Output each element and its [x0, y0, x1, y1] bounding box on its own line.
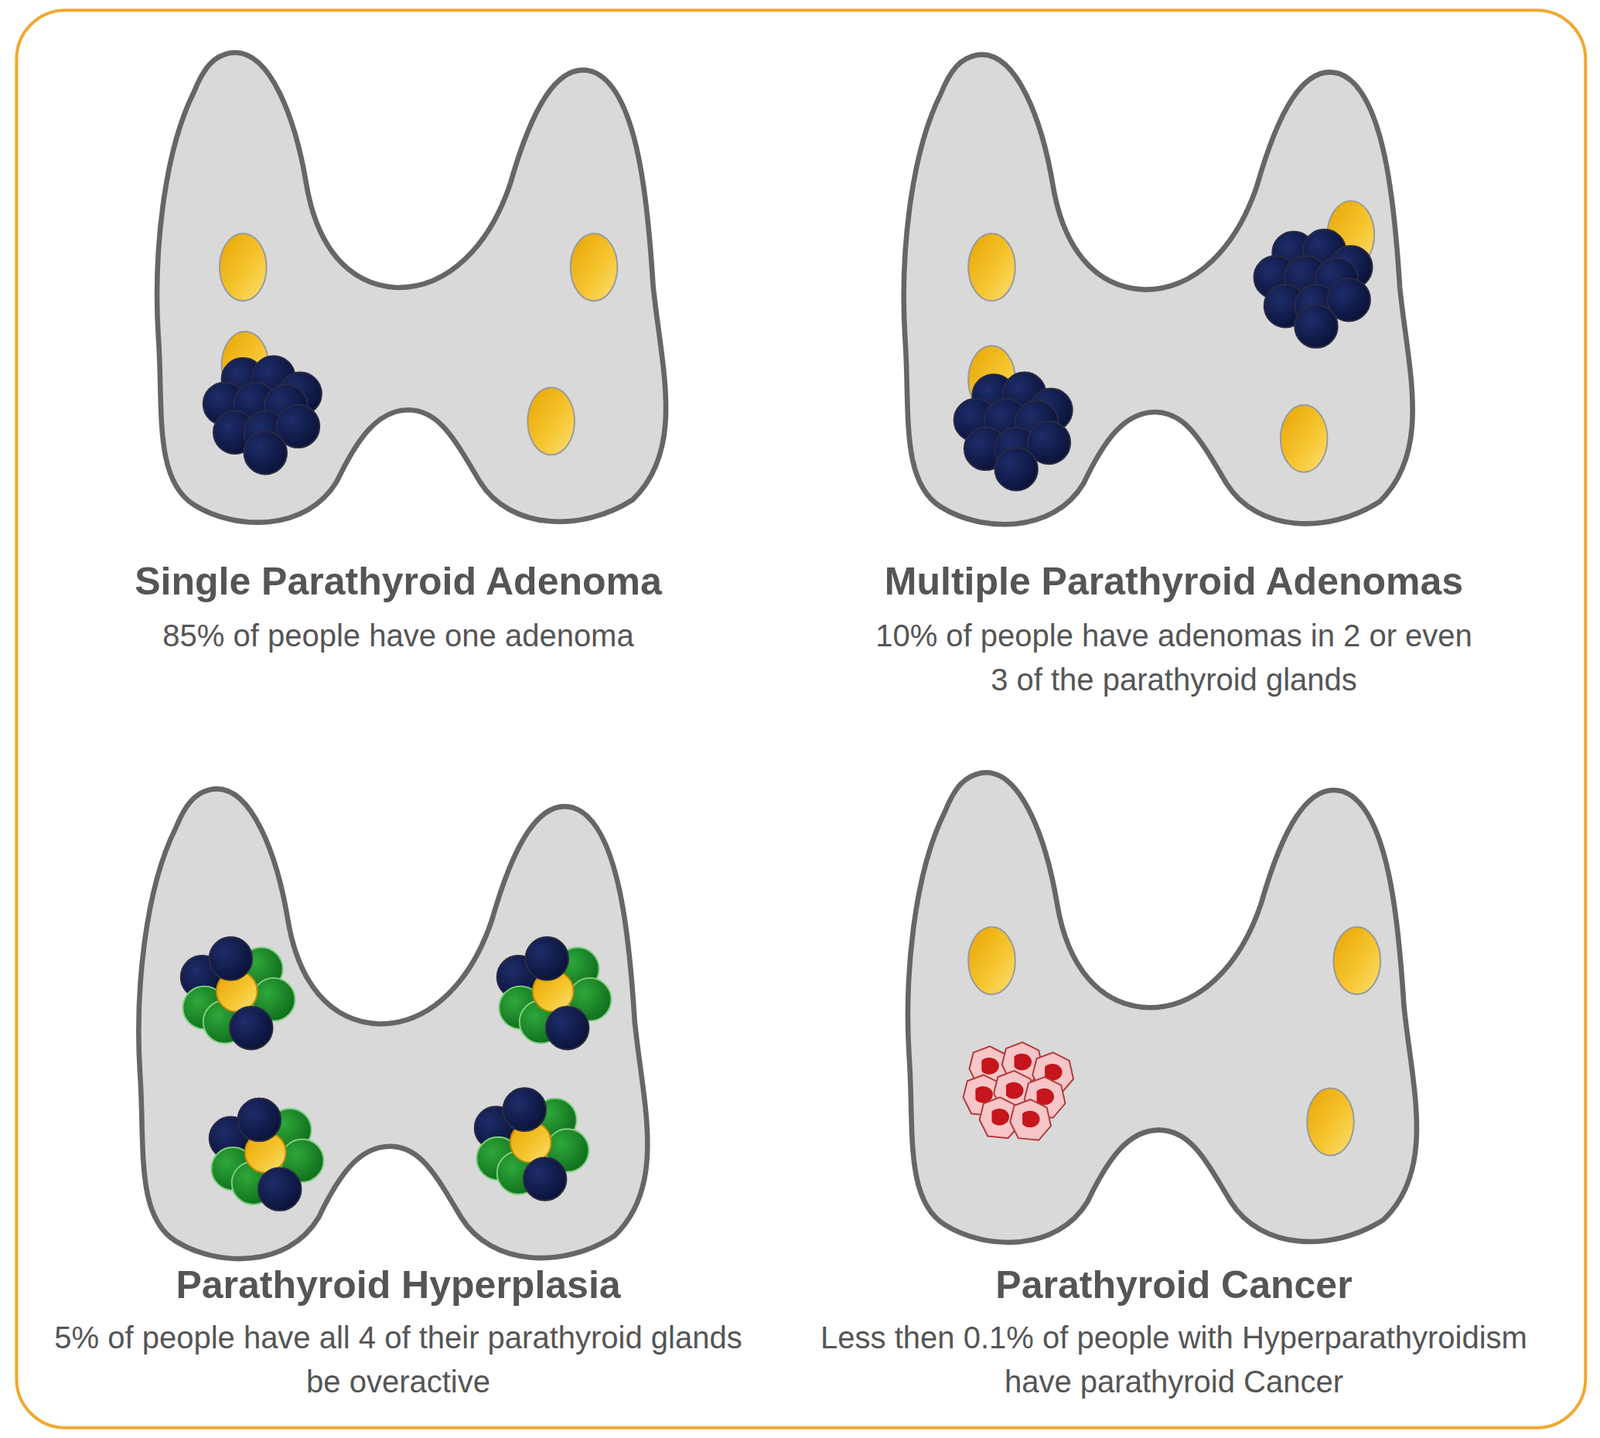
panel-heading: Parathyroid Cancer: [802, 1262, 1546, 1309]
panel-note: 5% of people have all 4 of their parathy…: [42, 1316, 754, 1405]
thyroid-multiple: [904, 54, 1413, 526]
thyroid-single: [156, 52, 666, 523]
panel-note: 10% of people have adenomas in 2 or even…: [872, 614, 1476, 703]
thyroid-hyperplasia: [138, 788, 648, 1259]
panel-heading: Multiple Parathyroid Adenomas: [802, 558, 1546, 605]
panel-note: 85% of people have one adenoma: [50, 614, 747, 659]
panel-heading: Single Parathyroid Adenoma: [27, 558, 770, 605]
panel-heading: Parathyroid Hyperplasia: [27, 1262, 770, 1309]
panel-note: Less then 0.1% of people with Hyperparat…: [783, 1316, 1565, 1405]
thyroid-cancer: [907, 772, 1417, 1243]
